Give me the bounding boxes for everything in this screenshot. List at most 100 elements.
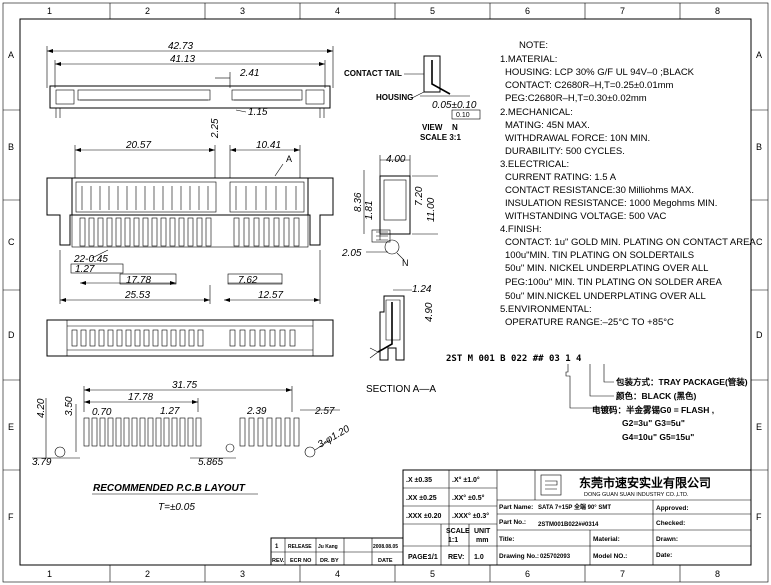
revision-header-date: DATE <box>378 558 393 564</box>
tol-xx: .XX ±0.25 <box>406 495 437 502</box>
dim-22-0-45: 22-0.45 <box>73 254 108 265</box>
pcb-tolerance: T=±0.05 <box>158 502 195 513</box>
part-name-label: Part Name: <box>499 504 533 511</box>
bottom-slot <box>71 329 78 347</box>
dim-7-20: 7.20 <box>414 186 425 206</box>
revision-header-by: DR. BY <box>320 558 339 564</box>
bottom-slot <box>229 329 236 347</box>
note-line: WITHDRAWAL FORCE: 10N MIN. <box>505 133 650 144</box>
row-label-c-r: C <box>756 237 763 247</box>
dim-42-73: 42.73 <box>168 41 193 52</box>
pcb-pad <box>155 417 162 447</box>
col-label-7: 7 <box>620 6 625 16</box>
revision-header-rev: REV. <box>272 558 285 564</box>
row-label-a-r: A <box>756 50 762 60</box>
front-pin <box>115 217 122 247</box>
title-block: .X ±0.35 .XX ±0.25 .XXX ±0.20 .X° ±1.0° … <box>270 469 752 566</box>
dim-2-57: 2.57 <box>314 406 335 417</box>
tol-x: .X ±0.35 <box>406 477 432 484</box>
bottom-slot <box>80 329 87 347</box>
detail-view-title: VIEW <box>422 123 443 132</box>
pcb-pad <box>248 417 255 447</box>
dim-7-62: 7.62 <box>238 275 258 286</box>
dim-1-27-a: 1.27 <box>75 264 95 275</box>
front-pin <box>243 217 250 247</box>
col-label-3b: 3 <box>240 569 245 579</box>
dim-31-75: 31.75 <box>172 380 197 391</box>
note-line: 50u" MIN.NICKEL UNDERPLATING OVER ALL <box>505 291 706 302</box>
rev-value: 1.0 <box>474 554 484 561</box>
pcb-pad <box>139 417 146 447</box>
tol-angle-xx: .XX° ±0.5° <box>452 494 485 502</box>
note-line: 2.MECHANICAL: <box>500 107 573 118</box>
detail-housing: HOUSING <box>376 93 413 102</box>
dim-2-41: 2.41 <box>239 68 259 79</box>
col-label-3: 3 <box>240 6 245 16</box>
front-view: 20.57 10.41 A 22-0.45 1.27 17.78 7.62 <box>46 140 334 304</box>
pcb-pad <box>147 417 154 447</box>
dim-3-79: 3.79 <box>32 457 52 468</box>
front-pin <box>205 217 212 247</box>
front-pin <box>283 217 290 247</box>
front-pin <box>151 217 158 247</box>
col-label-5: 5 <box>430 6 435 16</box>
checked-label: Checked: <box>656 520 685 527</box>
note-line: HOUSING: LCP 30% G/F UL 94V–0 ;BLACK <box>505 67 695 78</box>
bottom-slot <box>152 329 159 347</box>
note-line: PEG:100u" MIN. TIN PLATING ON SOLDER ARE… <box>505 277 722 288</box>
pcb-pad <box>179 417 186 447</box>
row-label-f-r: F <box>756 512 762 522</box>
detail-frame: 0.10 <box>456 112 470 119</box>
pcb-pad <box>195 417 202 447</box>
bottom-slot <box>239 329 246 347</box>
front-pin <box>88 217 95 247</box>
front-pin <box>142 217 149 247</box>
pcb-pad <box>83 417 90 447</box>
part-no-label: Part No.: <box>499 519 526 526</box>
dim-5-865: 5.865 <box>198 457 223 468</box>
bottom-slot <box>125 329 132 347</box>
col-label-2: 2 <box>145 6 150 16</box>
detail-coplanarity: 0.05±0.10 <box>432 100 477 111</box>
pcb-pad <box>115 417 122 447</box>
part-no: 2STM001B022##0314 <box>538 522 599 528</box>
part-name: SATA 7+15P 全端 90° SMT <box>538 503 611 511</box>
pcb-title: RECOMMENDED P.C.B LAYOUT <box>93 483 246 494</box>
dim-3-phi-1-20: 3-φ1.20 <box>316 423 352 450</box>
drawn-label: Drawn: <box>656 536 678 543</box>
pcb-pad <box>123 417 130 447</box>
note-line: INSULATION RESISTANCE: 1000 Megohms MIN. <box>505 198 717 209</box>
pcb-pad <box>239 417 246 447</box>
bottom-view <box>46 319 334 357</box>
dim-1-24: 1.24 <box>412 284 432 295</box>
company-logo-icon <box>540 474 562 496</box>
bottom-slot <box>134 329 141 347</box>
part-code-plating: 电镀码：半金雾锡G0 = FLASH , <box>592 405 714 415</box>
date-label: Date: <box>656 552 672 559</box>
tol-angle-xxx: .XXX° ±0.3° <box>452 512 489 520</box>
pcb-pad <box>163 417 170 447</box>
front-pin <box>293 217 300 247</box>
view-marker-n: N <box>402 258 409 268</box>
bottom-slot <box>170 329 177 347</box>
dim-20-57: 20.57 <box>125 140 151 151</box>
front-pin <box>263 217 270 247</box>
pcb-pad <box>275 417 282 447</box>
dim-10-41: 10.41 <box>256 140 281 151</box>
revision-date: 2008.08.05 <box>373 544 398 550</box>
bottom-slot <box>249 329 256 347</box>
row-label-f: F <box>8 512 14 522</box>
revision-description: RELEASE <box>288 544 312 550</box>
front-pin <box>160 217 167 247</box>
row-label-a: A <box>8 50 14 60</box>
col-label-7b: 7 <box>620 569 625 579</box>
front-pin <box>196 217 203 247</box>
bottom-slot <box>161 329 168 347</box>
row-label-b-r: B <box>756 142 762 152</box>
bottom-slot <box>269 329 276 347</box>
part-code-packaging: 包装方式：TRAY PACKAGE(管装) <box>616 377 748 387</box>
note-line: CURRENT RATING: 1.5 A <box>505 172 617 183</box>
section-view: 1.24 4.90 SECTION A—A <box>366 284 436 395</box>
dim-12-57: 12.57 <box>258 290 283 301</box>
note-line: 5.ENVIRONMENTAL: <box>500 304 592 315</box>
